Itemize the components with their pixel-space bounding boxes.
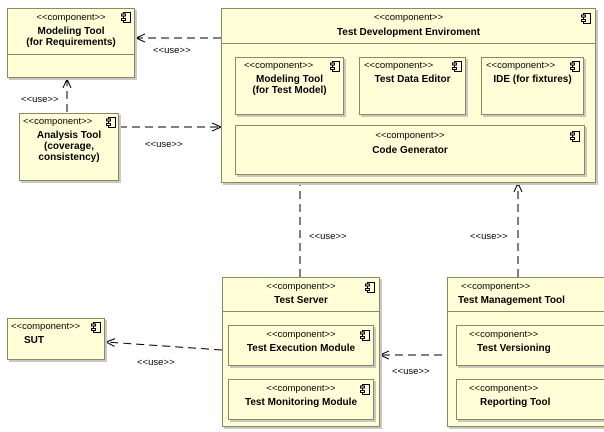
use-label: <<use>> <box>309 231 347 242</box>
component-test-management-tool[interactable]: <<component>> Test Management Tool <<com… <box>447 277 604 427</box>
component-name: Analysis Tool (coverage, consistency) <box>36 130 102 163</box>
stereotype-label: <<component>> <box>36 12 106 23</box>
compartment-divider <box>448 311 604 312</box>
use-label: <<use>> <box>137 357 175 368</box>
stereotype-label: <<component>> <box>364 60 434 71</box>
compartment-divider <box>222 43 595 44</box>
component-name: Test Data Editor <box>374 74 451 85</box>
stereotype-label: <<component>> <box>11 321 81 332</box>
stereotype-label: <<component>> <box>461 281 531 292</box>
stereotype-label: <<component>> <box>469 329 539 340</box>
stereotype-label: <<component>> <box>244 60 314 71</box>
component-icon <box>360 384 370 395</box>
component-modeling-tool-test-model[interactable]: <<component>> Modeling Tool (for Test Mo… <box>235 57 344 115</box>
component-name: SUT <box>24 335 44 346</box>
stereotype-label: <<component>> <box>469 383 539 394</box>
component-ide-for-fixtures[interactable]: <<component>> IDE (for fixtures) <box>481 57 584 115</box>
use-label: <<use>> <box>392 366 430 377</box>
component-name: Test Development Enviroment <box>336 27 481 38</box>
use-label: <<use>> <box>153 45 191 56</box>
component-test-execution-module[interactable]: <<component>> Test Execution Module <box>228 325 374 366</box>
stereotype-label: <<component>> <box>266 329 336 340</box>
component-icon <box>360 330 370 341</box>
stereotype-label: <<component>> <box>373 12 444 23</box>
component-icon <box>452 61 462 72</box>
component-icon <box>365 282 375 293</box>
component-icon <box>330 61 340 72</box>
compartment-divider <box>8 54 134 55</box>
use-label: <<use>> <box>470 231 508 242</box>
component-reporting-tool[interactable]: <<component>> Reporting Tool <box>456 379 604 420</box>
stereotype-label: <<component>> <box>375 130 445 141</box>
component-icon <box>581 13 591 24</box>
component-test-monitoring-module[interactable]: <<component>> Test Monitoring Module <box>228 379 374 420</box>
component-icon <box>106 117 116 128</box>
stereotype-label: <<component>> <box>266 383 336 394</box>
component-name: Test Monitoring Module <box>244 397 358 408</box>
component-test-versioning[interactable]: <<component>> Test Versioning <box>456 325 604 366</box>
component-name: Modeling Tool (for Test Model) <box>252 74 327 96</box>
compartment-divider <box>223 311 379 312</box>
component-icon <box>91 322 101 333</box>
component-icon <box>570 61 580 72</box>
use-label: <<use>> <box>145 139 183 150</box>
dependency-test-server-to-sut <box>106 342 223 351</box>
stereotype-label: <<component>> <box>23 116 93 127</box>
component-name: Test Management Tool <box>458 295 565 306</box>
component-name: IDE (for fixtures) <box>493 74 572 85</box>
component-name: Reporting Tool <box>480 397 551 408</box>
component-analysis-tool[interactable]: <<component>> Analysis Tool (coverage, c… <box>19 113 119 181</box>
component-name: Test Execution Module <box>246 343 356 354</box>
component-icon <box>570 131 580 142</box>
component-icon <box>121 12 131 23</box>
component-test-server[interactable]: <<component>> Test Server <<component>> … <box>222 277 380 427</box>
component-test-data-editor[interactable]: <<component>> Test Data Editor <box>359 57 466 115</box>
component-modeling-tool-requirements[interactable]: <<component>> Modeling Tool (for Require… <box>7 8 135 78</box>
stereotype-label: <<component>> <box>486 60 556 71</box>
component-name: Code Generator <box>372 145 448 156</box>
component-name: Modeling Tool (for Requirements) <box>26 26 116 48</box>
component-code-generator[interactable]: <<component>> Code Generator <box>235 125 585 175</box>
component-sut[interactable]: <<component>> SUT <box>7 318 105 360</box>
component-test-development-environment[interactable]: <<component>> Test Development Enviromen… <box>221 8 596 183</box>
component-name: Test Versioning <box>477 343 551 354</box>
stereotype-label: <<component>> <box>266 281 336 292</box>
use-label: <<use>> <box>21 94 59 105</box>
component-name: Test Server <box>274 295 328 306</box>
